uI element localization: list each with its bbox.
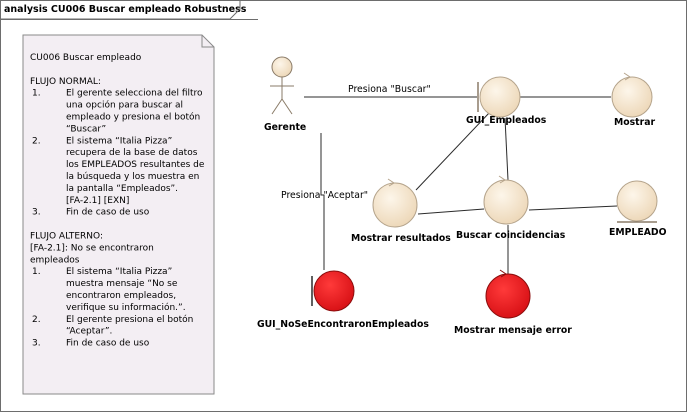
note-line-number: 1. bbox=[32, 267, 41, 277]
label-gui-empleados: GUI_Empleados bbox=[466, 115, 547, 126]
note-line-text: FLUJO ALTERNO: bbox=[30, 232, 103, 242]
control-circle bbox=[483, 179, 529, 225]
note-line-text: “Buscar” bbox=[66, 124, 106, 134]
connector-gerente-gui-no-se-encontraron bbox=[320, 133, 325, 270]
note-line-text: Fin de caso de uso bbox=[66, 208, 150, 218]
control-arrow bbox=[499, 269, 507, 278]
label-buscar-coincidencias: Buscar coincidencias bbox=[456, 230, 566, 241]
label-mostrar-resultados: Mostrar resultados bbox=[351, 233, 451, 244]
note-line-text: empleados bbox=[30, 255, 80, 265]
note-line-number: 3. bbox=[32, 208, 41, 218]
connector-label-presiona-buscar: Presiona "Buscar" bbox=[348, 84, 431, 95]
connectors bbox=[304, 96, 618, 275]
boundary-circle bbox=[479, 76, 521, 118]
connector-buscar-coincidencias-empleado bbox=[528, 205, 618, 211]
boundary-gui-no-se-encontraron-empleados[interactable] bbox=[311, 270, 355, 312]
actor-right-leg bbox=[281, 98, 293, 115]
control-arrow bbox=[387, 178, 395, 187]
label-gui-no-se-encontraron-empleados: GUI_NoSeEncontraronEmpleados bbox=[257, 319, 429, 330]
note-line-number: 2. bbox=[32, 136, 41, 146]
note-line-text: Fin de caso de uso bbox=[66, 339, 150, 349]
connector-label-presiona-aceptar: Presiona "Aceptar" bbox=[281, 190, 368, 201]
connector-gui-empleados-buscar-coincidencias bbox=[504, 117, 509, 181]
label-gerente: Gerente bbox=[264, 122, 306, 133]
boundary-circle bbox=[313, 270, 355, 312]
note-line-text: “Aceptar”. bbox=[66, 327, 112, 337]
note-line-text: FLUJO NORMAL: bbox=[30, 77, 101, 87]
control-circle bbox=[372, 182, 418, 228]
label-mostrar-mensaje-error: Mostrar mensaje error bbox=[454, 325, 572, 336]
note-line-text: verifique su información.”. bbox=[66, 302, 186, 313]
boundary-gui-empleados[interactable] bbox=[477, 76, 521, 118]
note-line-text: recupera de la base de datos bbox=[66, 148, 198, 158]
note-line-number: 1. bbox=[32, 89, 41, 99]
entity-empleado[interactable] bbox=[616, 180, 658, 223]
note-line-text: El sistema “Italia Pizza” bbox=[66, 136, 172, 146]
control-mostrar-resultados[interactable] bbox=[372, 178, 418, 228]
note-line-text: empleado y presiona el botón bbox=[66, 112, 200, 123]
control-mostrar-mensaje-error[interactable] bbox=[485, 269, 531, 319]
note-line-text: encontraron empleados, bbox=[66, 291, 176, 301]
note-line-text: una opción para buscar al bbox=[66, 100, 183, 111]
note-line-text: El gerente presiona el botón bbox=[66, 314, 193, 325]
connector-gui-empleados-mostrar-resultados bbox=[415, 111, 491, 191]
note-line-text: [FA-2.1] [EXN] bbox=[66, 196, 129, 206]
note-line-number: 3. bbox=[32, 339, 41, 349]
control-mostrar[interactable] bbox=[611, 72, 653, 118]
note-line-text: El gerente selecciona del filtro bbox=[66, 89, 203, 99]
note-fold bbox=[201, 35, 214, 48]
note-line-text: la pantalla “Empleados”. bbox=[66, 184, 178, 194]
note-line-text: CU006 Buscar empleado bbox=[30, 53, 142, 63]
control-circle bbox=[611, 76, 653, 118]
actor-head bbox=[271, 56, 293, 78]
control-circle bbox=[485, 273, 531, 319]
connector-mostrar-resultados-buscar-coincidencias bbox=[417, 208, 485, 215]
note-line-number: 2. bbox=[32, 315, 41, 325]
control-buscar-coincidencias[interactable] bbox=[483, 175, 529, 225]
entity-circle bbox=[616, 180, 658, 222]
note-line-text: los EMPLEADOS resultantes de bbox=[66, 160, 205, 170]
control-arrow bbox=[498, 175, 506, 184]
note-line-text: muestra mensaje “No se bbox=[66, 279, 178, 289]
control-arrow bbox=[623, 72, 631, 81]
note-line-text: la búsqueda y los muestra en bbox=[66, 172, 199, 182]
note-shape bbox=[22, 34, 215, 395]
label-mostrar: Mostrar bbox=[614, 117, 655, 128]
note-line-text: El sistema “Italia Pizza” bbox=[66, 267, 172, 277]
actor-left-leg bbox=[271, 98, 283, 115]
actor-gerente[interactable] bbox=[270, 56, 294, 115]
label-empleado: EMPLEADO bbox=[609, 227, 667, 238]
note-line-text: [FA-2.1]: No se encontraron bbox=[30, 243, 154, 253]
